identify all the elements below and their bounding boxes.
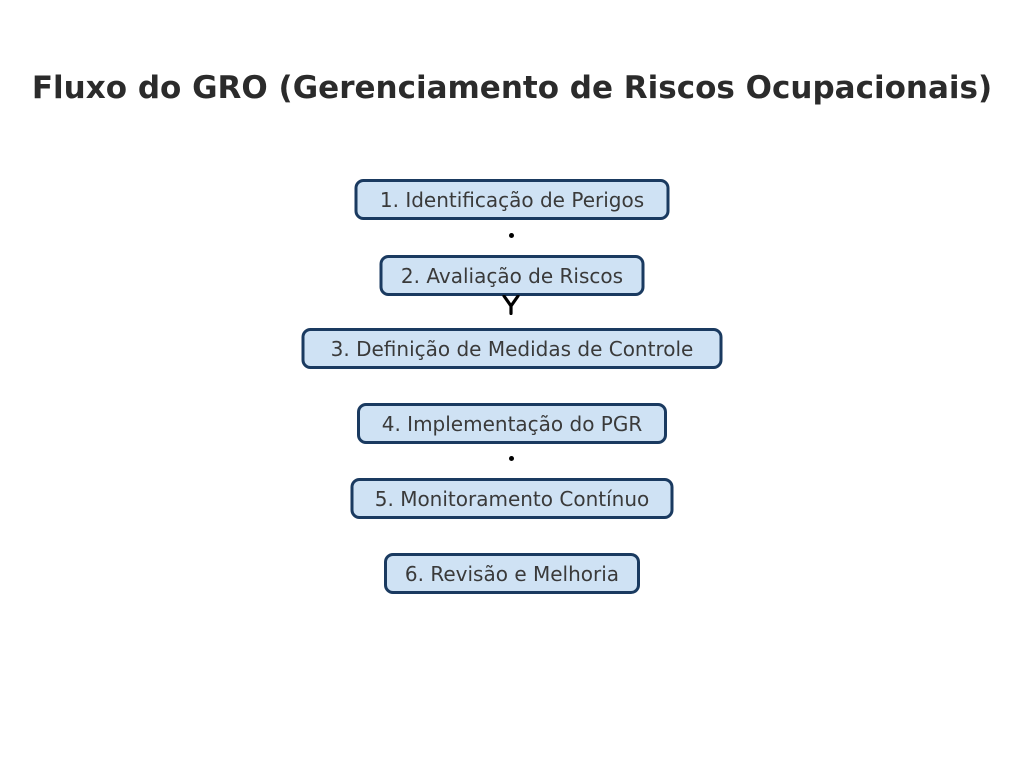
flow-step-6: 6. Revisão e Melhoria [384,553,640,594]
flow-step-4: 4. Implementação do PGR [357,403,667,444]
page-title: Fluxo do GRO (Gerenciamento de Riscos Oc… [31,70,993,106]
flow-step-1: 1. Identificação de Perigos [354,179,670,220]
flow-step-2: 2. Avaliação de Riscos [379,255,645,296]
connector-dot-icon [509,456,514,461]
arrowhead-down-icon [501,295,521,315]
flow-step-5: 5. Monitoramento Contínuo [350,478,674,519]
flow-step-3: 3. Definição de Medidas de Controle [301,328,723,369]
connector-dot-icon [509,233,514,238]
